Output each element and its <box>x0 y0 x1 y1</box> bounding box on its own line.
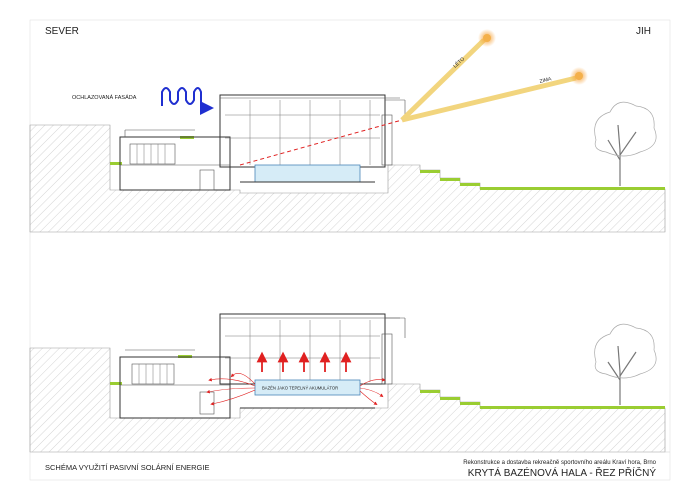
heat-radiation-curves <box>206 373 386 406</box>
top-section: LÉTO ZIMA OCHLAZOVANÁ FASÁDA <box>29 29 666 233</box>
north-label: SEVER <box>45 26 79 37</box>
bottom-section: BAZÉN JAKO TEPELNÝ AKUMULÁTOR <box>29 313 666 453</box>
top-green-strip <box>480 187 665 190</box>
bottom-green-strip <box>480 406 665 409</box>
bottom-green-strip <box>460 402 480 405</box>
top-left-building <box>119 129 231 191</box>
cooled-facade-label: OCHLAZOVANÁ FASÁDA <box>72 94 137 101</box>
summer-sun-ray <box>400 38 486 122</box>
sheet-frame <box>29 19 671 481</box>
south-label: JIH <box>636 26 651 37</box>
top-green-strip <box>420 170 440 173</box>
project-name: Rekonstrukce a dostavba rekreačně sporto… <box>463 460 656 466</box>
scheme-title: SCHÉMA VYUŽITÍ PASIVNÍ SOLÁRNÍ ENERGIE <box>45 463 209 472</box>
bottom-green-strip <box>440 397 460 400</box>
summer-sun-icon <box>478 29 496 47</box>
winter-label: ZIMA <box>539 76 553 85</box>
top-green-strip <box>440 178 460 181</box>
top-pool-hall <box>219 94 406 168</box>
winter-sun-penetration <box>239 119 403 166</box>
pool-accumulator-label: BAZÉN JAKO TEPELNÝ AKUMULÁTOR <box>262 386 338 391</box>
bottom-pool-hall <box>219 313 406 385</box>
top-green-strip <box>460 183 480 186</box>
top-tree <box>594 101 657 186</box>
drawing-title: KRYTÁ BAZÉNOVÁ HALA - ŘEZ PŘÍČNÝ <box>468 466 657 479</box>
heat-up-arrows <box>256 351 352 372</box>
bottom-tree <box>594 323 657 405</box>
top-pool <box>254 164 361 183</box>
top-green-strip <box>110 162 122 165</box>
bottom-pool <box>254 379 361 396</box>
cooled-facade-wave-icon <box>161 87 214 115</box>
winter-sun-icon <box>570 67 588 85</box>
bottom-green-strip <box>420 390 440 393</box>
bottom-ground <box>29 347 666 453</box>
bottom-left-building <box>119 349 231 419</box>
bottom-green-strip <box>110 382 122 385</box>
winter-sun-ray <box>401 75 577 123</box>
